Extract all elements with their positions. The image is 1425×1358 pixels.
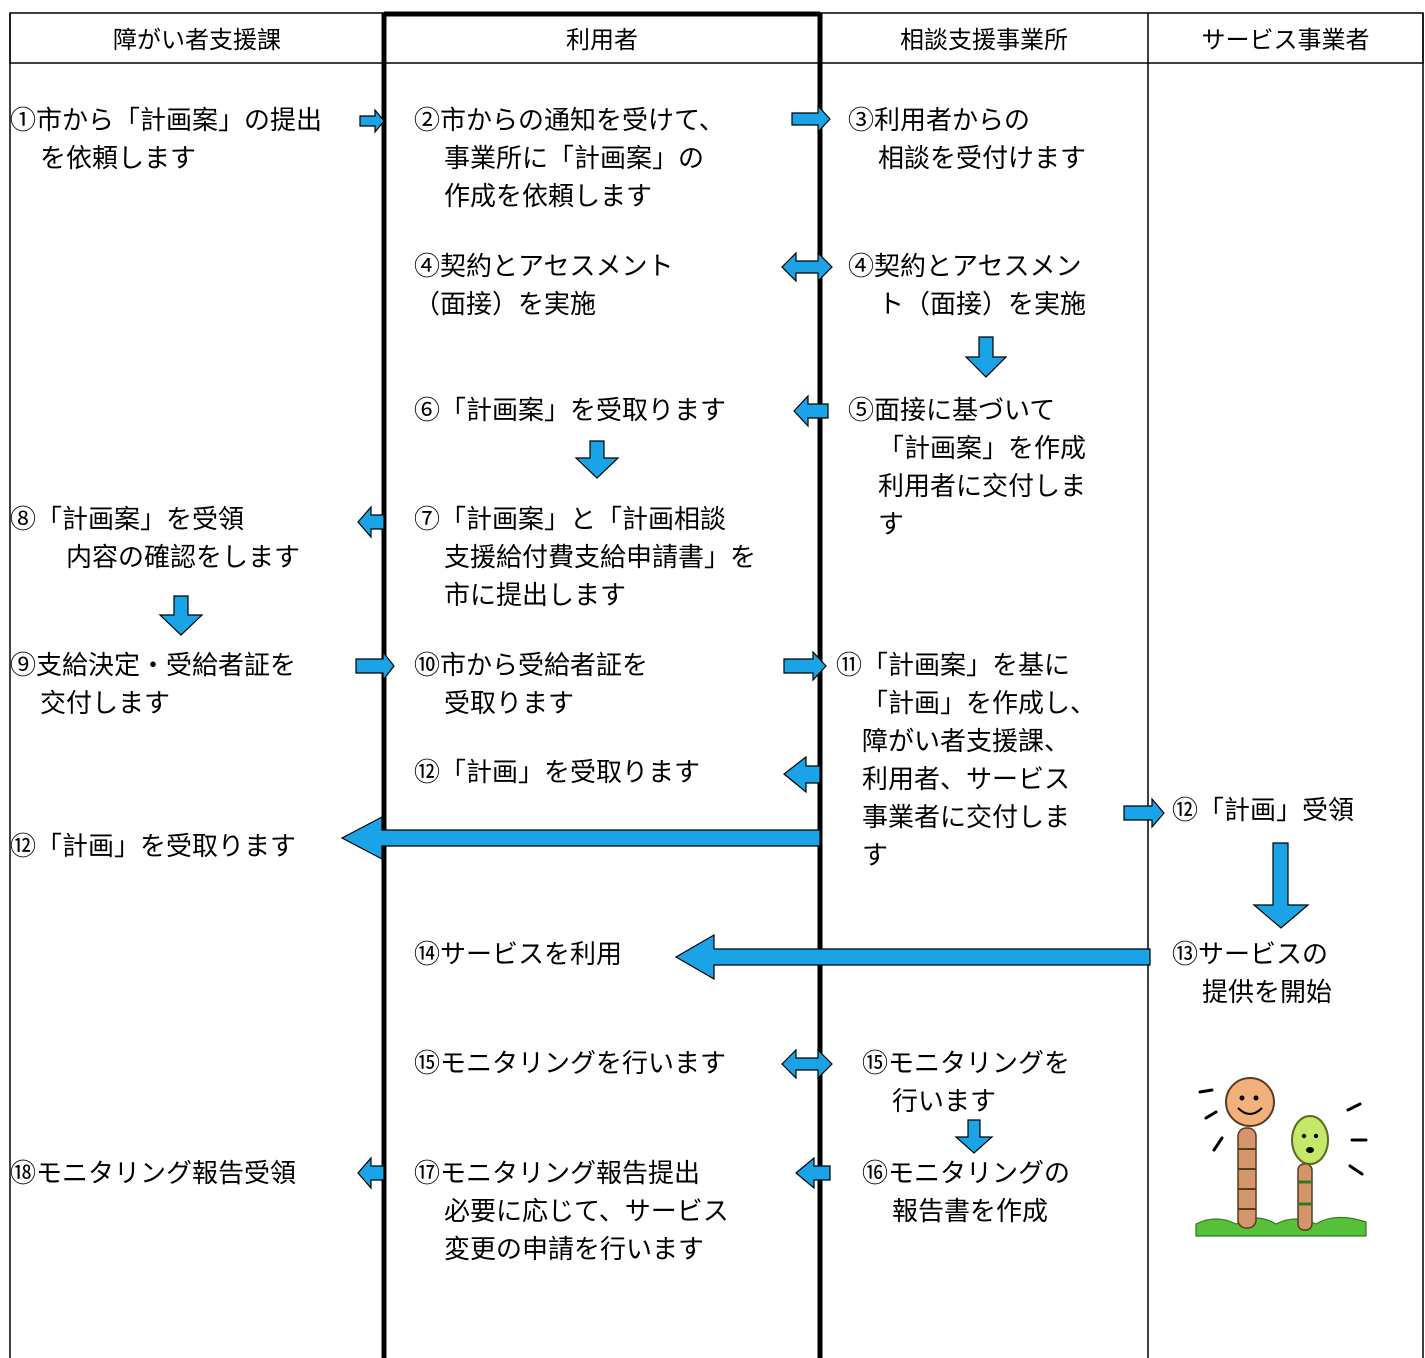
header-col-3: 相談支援事業所 <box>900 25 1068 54</box>
arrow-left-11-12 <box>783 755 821 794</box>
arrow-right-1-2 <box>359 108 385 134</box>
header-col-4: サービス事業者 <box>1201 25 1370 54</box>
arrow-right-9-10 <box>355 650 395 682</box>
step-8: ⑧「計画案」を受領内容の確認をします <box>10 505 301 573</box>
arrow-down-6-7 <box>574 440 620 479</box>
arrow-double-15 <box>781 1048 833 1080</box>
arrow-left-7-8 <box>357 505 385 539</box>
step-18: ⑱モニタリング報告受領 <box>10 1159 297 1189</box>
smiley-characters-illustration <box>1195 1077 1368 1237</box>
step-12-dept: ⑫「計画」を受取ります <box>10 832 297 862</box>
step-15-office: ⑮モニタリングを行います <box>862 1049 1071 1117</box>
arrow-right-10-11 <box>783 650 827 682</box>
arrow-left-17-18 <box>357 1156 385 1190</box>
step-4-office: ④契約とアセスメント（面接）を実施 <box>848 252 1087 320</box>
step-7: ⑦「計画案」と「計画相談支援給付費支給申請書」を市に提出します <box>414 505 757 611</box>
arrow-down-4-5 <box>964 336 1008 378</box>
step-2: ②市からの通知を受けて、事業所に「計画案」の作成を依頼します <box>414 106 725 212</box>
arrow-left-5-6 <box>793 394 829 428</box>
step-13: ⑬サービスの提供を開始 <box>1172 940 1333 1008</box>
arrow-right-2-3 <box>791 104 831 134</box>
step-12-provider: ⑫「計画」受領 <box>1172 796 1355 826</box>
header-col-1: 障がい者支援課 <box>113 25 281 54</box>
arrow-left-16-17 <box>795 1156 831 1190</box>
step-9: ⑨支給決定・受給者証を交付します <box>10 651 297 719</box>
step-10: ⑩市から受給者証を受取ります <box>414 651 649 719</box>
arrow-down-12-13 <box>1252 842 1310 929</box>
header-col-2: 利用者 <box>566 25 638 54</box>
step-14: ⑭サービスを利用 <box>414 940 623 970</box>
step-11: ⑪「計画案」を基に「計画」を作成し、障がい者支援課、利用者、サービス事業者に交付… <box>836 651 1097 871</box>
arrow-down-15-16 <box>954 1119 994 1154</box>
step-12-user: ⑫「計画」を受取ります <box>414 758 701 788</box>
arrow-left-long-14 <box>674 933 1151 981</box>
step-16: ⑯モニタリングの報告書を作成 <box>862 1159 1071 1227</box>
arrow-double-4 <box>781 251 833 283</box>
step-15-user: ⑮モニタリングを行います <box>414 1049 727 1079</box>
step-5: ⑤面接に基づいて「計画案」を作成利用者に交付します <box>848 396 1087 540</box>
step-6: ⑥「計画案」を受取ります <box>414 396 727 426</box>
step-4-user: ④契約とアセスメント（面接）を実施 <box>414 252 674 320</box>
arrow-right-11-12 <box>1123 797 1165 829</box>
step-1: ①市から「計画案」の提出を依頼します <box>10 106 323 174</box>
step-3: ③利用者からの相談を受付けます <box>848 106 1087 174</box>
arrow-left-long-12 <box>340 816 821 860</box>
arrow-down-8-9 <box>158 595 204 636</box>
step-17: ⑰モニタリング報告提出必要に応じて、サービス変更の申請を行います <box>414 1159 729 1265</box>
